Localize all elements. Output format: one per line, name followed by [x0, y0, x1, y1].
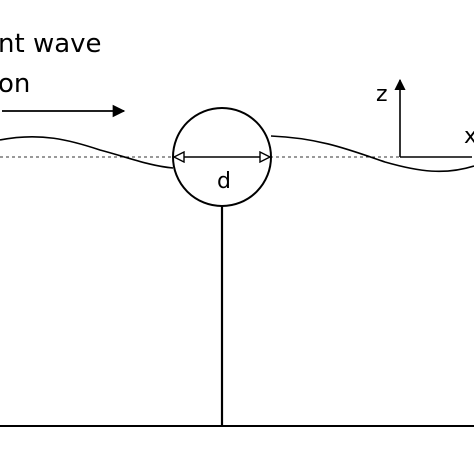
z-axis-label: z — [376, 82, 388, 107]
wave-direction-label-line2: on — [0, 69, 30, 99]
wave-surface-left — [0, 135, 174, 169]
wave-surface-right — [270, 135, 474, 173]
x-axis-label: x — [464, 124, 474, 149]
diameter-label: d — [217, 169, 231, 194]
wave-direction-label-line1: nt wave — [0, 29, 102, 59]
